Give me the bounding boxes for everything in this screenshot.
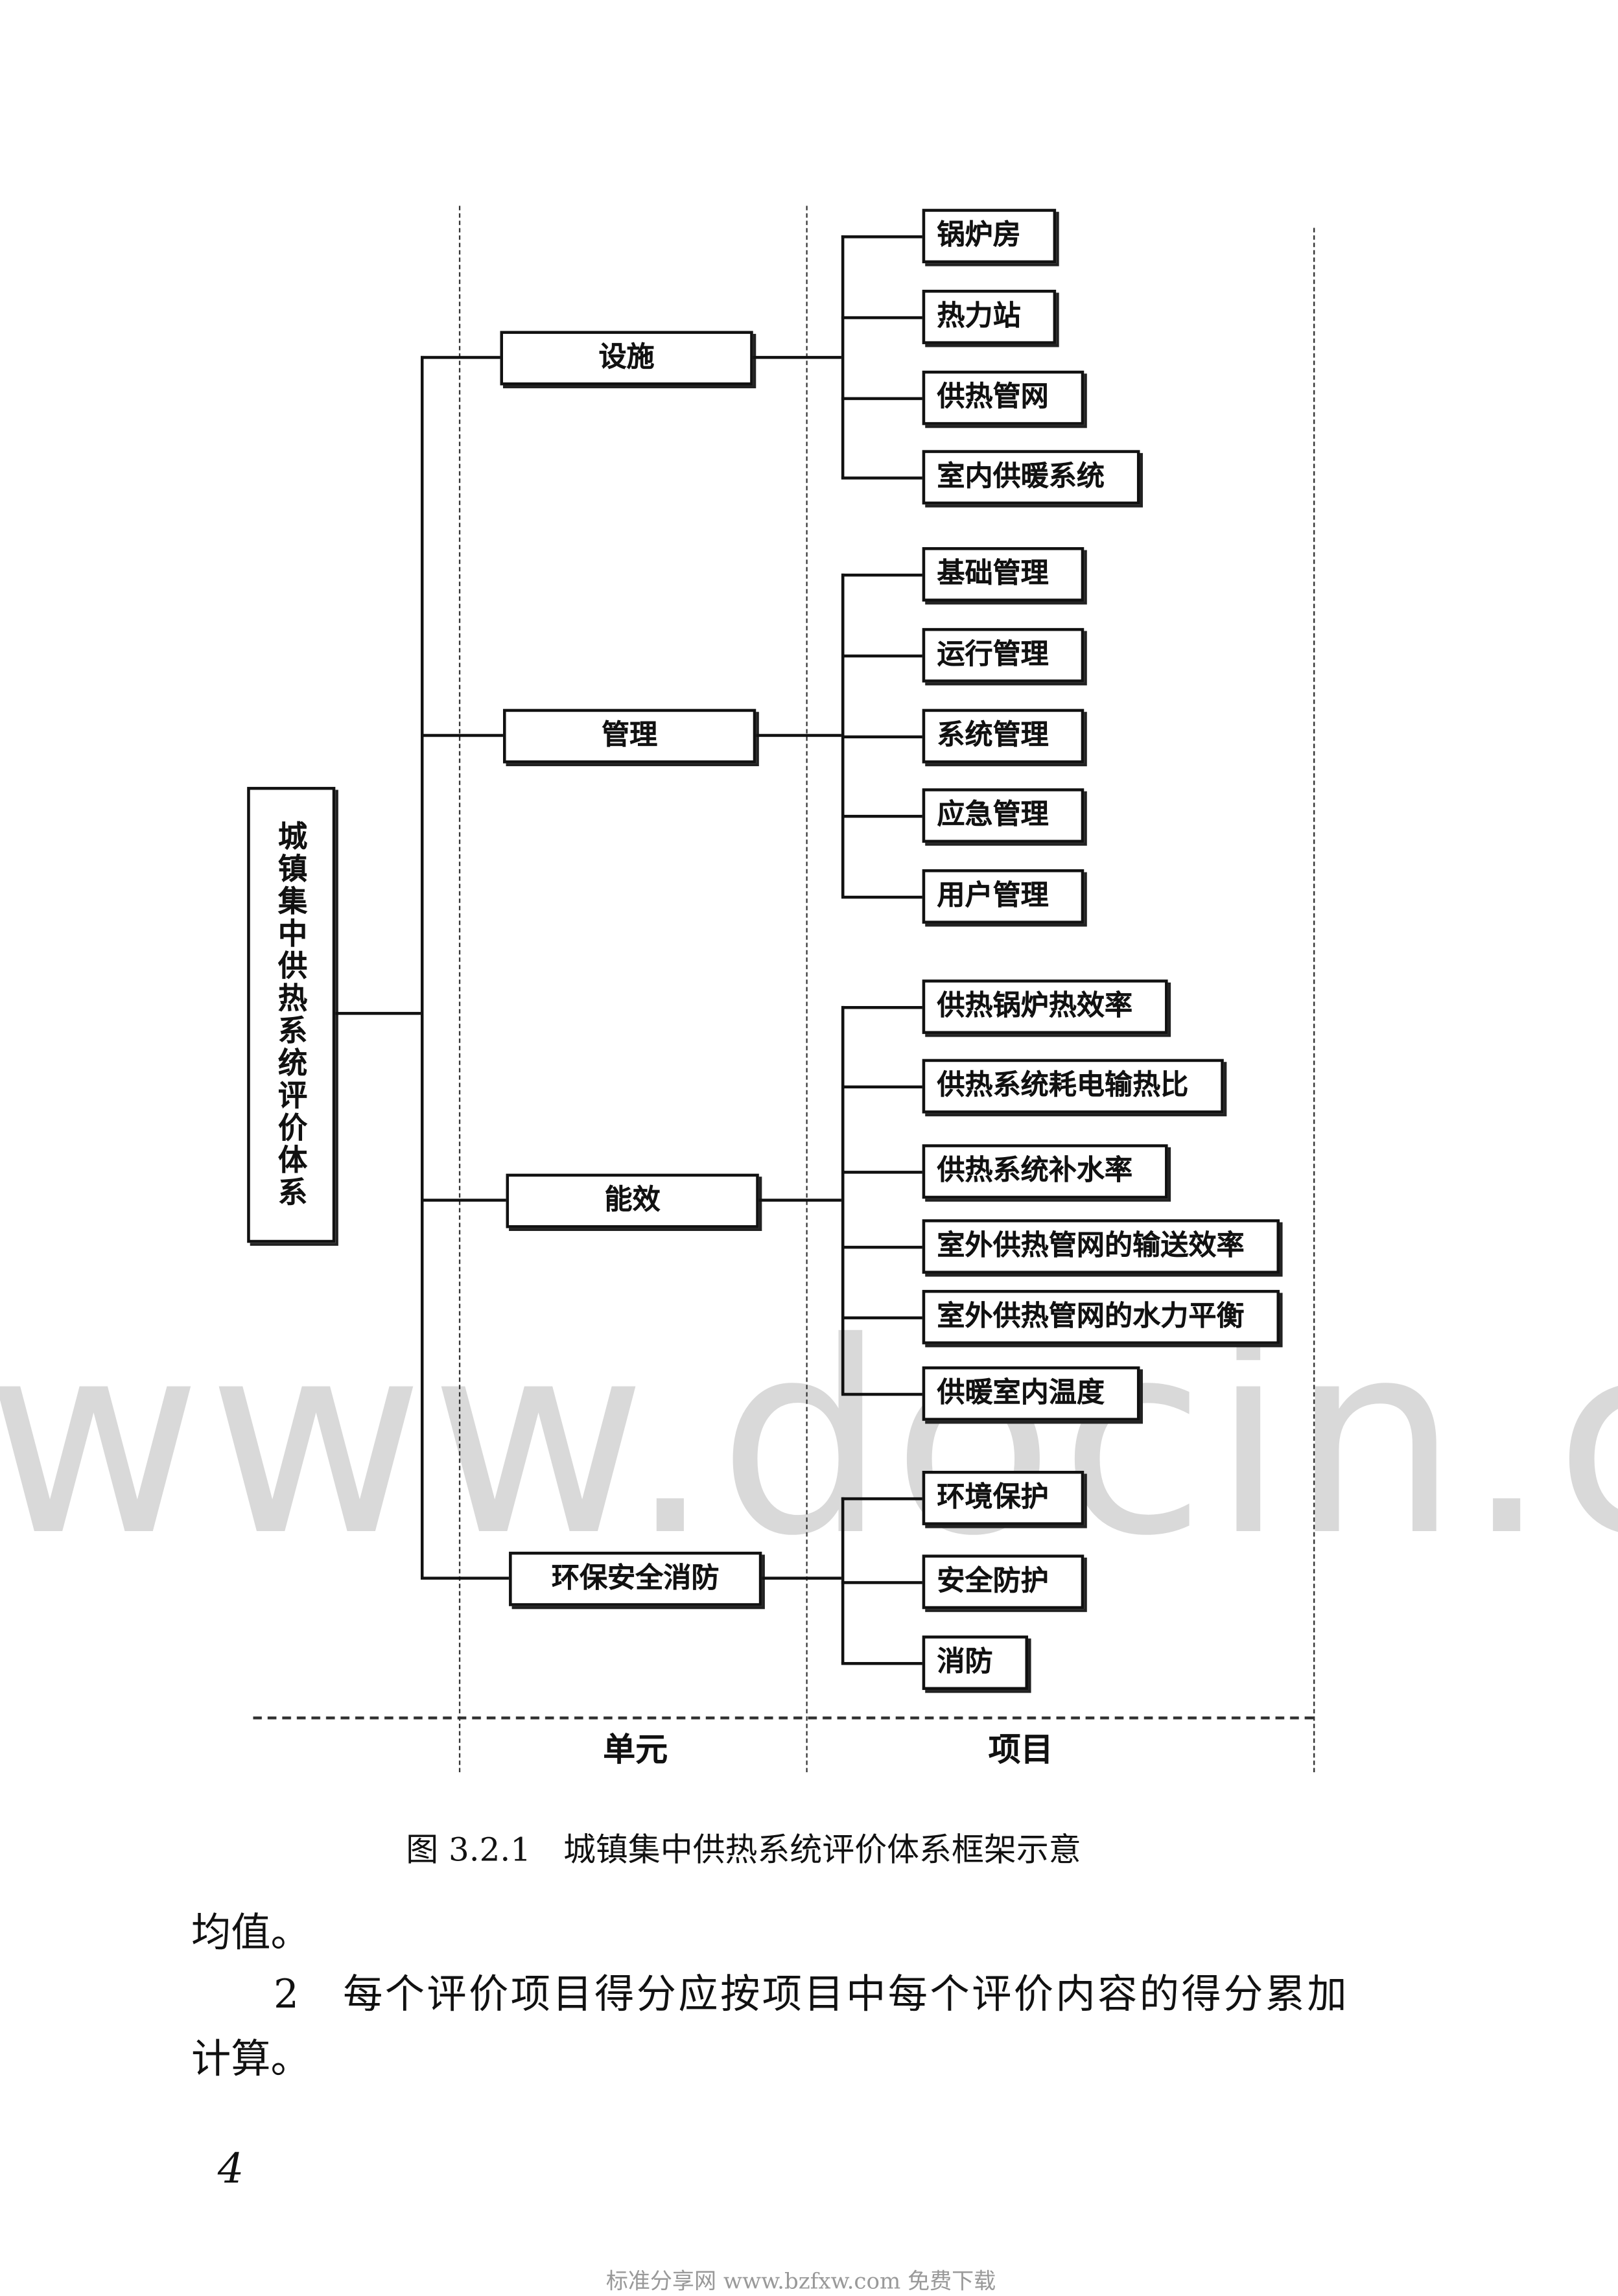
connector-line xyxy=(762,1576,841,1580)
item-node: 室内供暖系统 xyxy=(922,450,1140,505)
connector-line xyxy=(841,1497,924,1501)
connector-line xyxy=(841,235,845,478)
item-node: 供热系统耗电输热比 xyxy=(922,1059,1224,1114)
connector-line xyxy=(841,815,924,818)
connector-line xyxy=(841,1171,924,1174)
unit-column-label: 单元 xyxy=(603,1731,668,1770)
connector-line xyxy=(420,356,500,359)
root-node: 城镇集中供热系统评价体系 xyxy=(247,786,336,1243)
item-node: 基础管理 xyxy=(922,547,1085,602)
body-text-line: 计算。 xyxy=(191,2037,311,2083)
connector-line xyxy=(841,1005,845,1395)
item-node: 室外供热管网的水力平衡 xyxy=(922,1289,1280,1344)
connector-line xyxy=(420,1199,506,1202)
item-node: 安全防护 xyxy=(922,1554,1085,1610)
connector-line xyxy=(841,735,924,739)
baseline-divider xyxy=(253,1716,1314,1720)
page-number: 4 xyxy=(217,2144,244,2194)
column-divider xyxy=(458,205,461,1773)
connector-line xyxy=(420,734,503,737)
column-divider xyxy=(1313,228,1315,1773)
item-node: 供热锅炉热效率 xyxy=(922,979,1168,1035)
connector-line xyxy=(841,895,924,899)
item-node: 供热系统补水率 xyxy=(922,1144,1168,1199)
item-node: 运行管理 xyxy=(922,627,1085,683)
connector-line xyxy=(841,316,924,320)
figure-caption: 图 3.2.1 城镇集中供热系统评价体系框架示意 xyxy=(406,1833,1081,1869)
item-node: 锅炉房 xyxy=(922,209,1057,264)
unit-node: 管理 xyxy=(502,709,756,764)
connector-line xyxy=(756,734,841,737)
connector-line xyxy=(758,1199,841,1202)
item-node: 供热管网 xyxy=(922,370,1085,425)
footer-text: 标准分享网 www.bzfxw.com 免费下载 xyxy=(605,2267,996,2295)
connector-line xyxy=(841,1497,845,1664)
connector-line xyxy=(841,397,924,401)
connector-line xyxy=(841,654,924,658)
item-node: 系统管理 xyxy=(922,709,1085,764)
connector-line xyxy=(335,1012,421,1015)
watermark: www.docin.com xyxy=(0,1287,1618,1595)
connector-line xyxy=(420,356,424,1578)
item-node: 消防 xyxy=(922,1635,1029,1691)
connector-line xyxy=(753,356,841,359)
item-node: 用户管理 xyxy=(922,869,1085,924)
connector-line xyxy=(841,1661,924,1665)
item-node: 供暖室内温度 xyxy=(922,1366,1140,1421)
connector-line xyxy=(841,1245,924,1249)
connector-line xyxy=(841,235,924,239)
connector-line xyxy=(841,1085,924,1089)
body-text-line: 2 每个评价项目得分应按项目中每个评价内容的得分累加 xyxy=(274,1972,1350,2019)
item-column-label: 项目 xyxy=(988,1731,1053,1770)
unit-node: 能效 xyxy=(506,1173,759,1228)
connector-line xyxy=(841,573,924,577)
item-node: 热力站 xyxy=(922,289,1057,344)
connector-line xyxy=(420,1576,510,1580)
connector-line xyxy=(841,476,924,480)
item-node: 室外供热管网的输送效率 xyxy=(922,1219,1280,1274)
item-node: 应急管理 xyxy=(922,788,1085,843)
column-divider xyxy=(806,205,808,1773)
connector-line xyxy=(841,1581,924,1584)
connector-line xyxy=(841,1392,924,1396)
connector-line xyxy=(841,1316,924,1320)
body-text-line: 均值。 xyxy=(191,1910,311,1956)
connector-line xyxy=(841,1005,924,1009)
item-node: 环境保护 xyxy=(922,1471,1085,1525)
unit-node: 设施 xyxy=(500,331,753,386)
unit-node: 环保安全消防 xyxy=(509,1551,762,1606)
